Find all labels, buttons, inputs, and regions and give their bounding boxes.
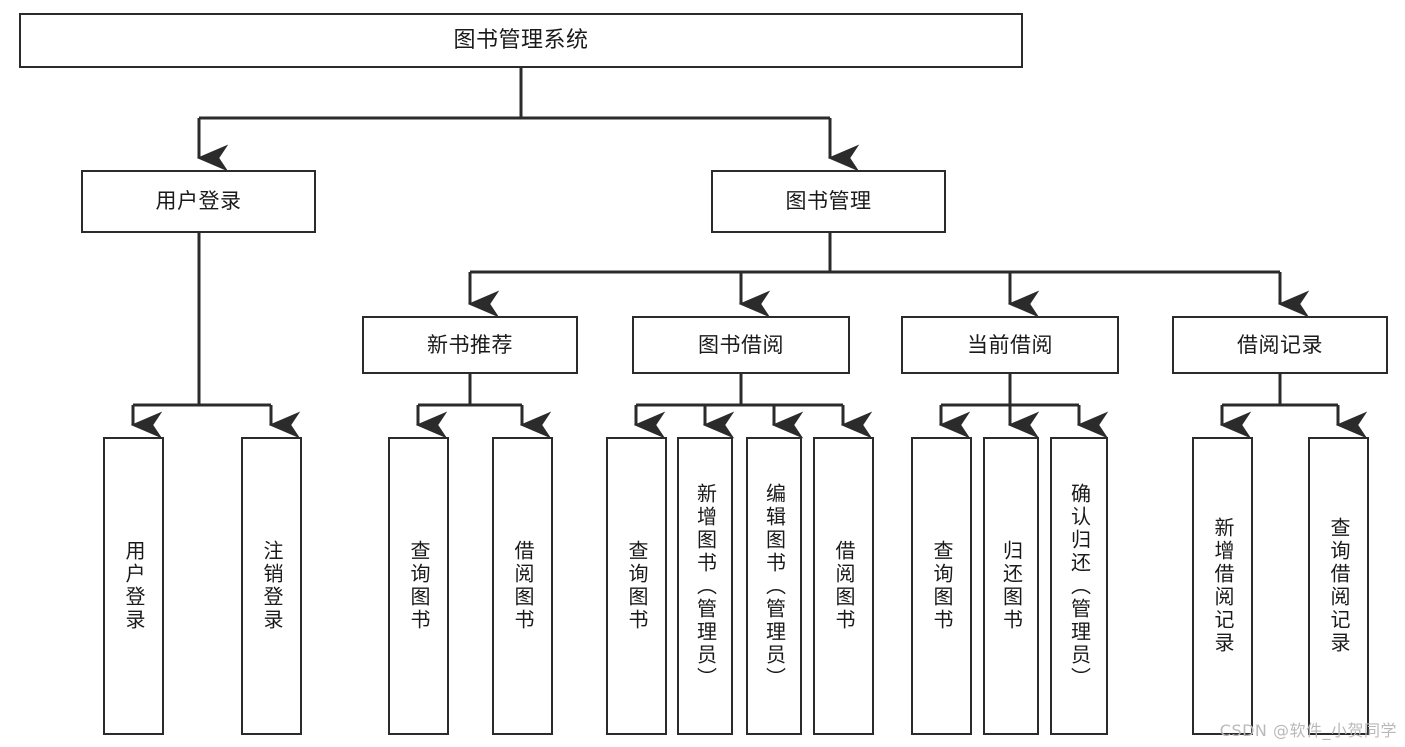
- node-label: 借阅图书: [832, 540, 856, 632]
- node-label: 注销登录: [260, 540, 284, 632]
- leaf-record-query-borrow-record[interactable]: 查询借阅记录: [1308, 437, 1369, 735]
- node-book-management[interactable]: 图书管理: [711, 170, 946, 233]
- node-label: 查询图书: [625, 540, 649, 632]
- node-label: 用户登录: [122, 540, 146, 632]
- node-label: 新书推荐: [427, 332, 513, 357]
- node-label: 新增借阅记录: [1211, 517, 1235, 655]
- leaf-user-login[interactable]: 用户登录: [103, 437, 164, 735]
- node-root-system[interactable]: 图书管理系统: [19, 13, 1023, 68]
- node-label: 当前借阅: [967, 332, 1053, 357]
- node-borrow-record[interactable]: 借阅记录: [1172, 316, 1388, 374]
- node-new-book-recommend[interactable]: 新书推荐: [362, 316, 578, 374]
- node-label: 查询图书: [930, 540, 954, 632]
- csdn-watermark: CSDN @软件_小贺同学: [1219, 721, 1397, 740]
- leaf-user-logout[interactable]: 注销登录: [241, 437, 302, 735]
- node-label: 归还图书: [999, 540, 1024, 632]
- leaf-borrow-borrow-book[interactable]: 借阅图书: [813, 437, 874, 735]
- node-label: 借阅记录: [1237, 332, 1323, 357]
- node-label: 查询借阅记录: [1327, 517, 1351, 655]
- node-current-borrow[interactable]: 当前借阅: [901, 316, 1119, 374]
- node-book-borrow[interactable]: 图书借阅: [632, 316, 850, 374]
- leaf-current-confirm-return-admin[interactable]: 确认归还（管理员）: [1050, 437, 1108, 735]
- node-label: 借阅图书: [511, 540, 535, 632]
- node-user-login[interactable]: 用户登录: [81, 170, 316, 233]
- leaf-newbook-query-book[interactable]: 查询图书: [388, 437, 449, 735]
- node-label: 查询图书: [407, 540, 431, 632]
- node-label: 用户登录: [155, 189, 242, 214]
- leaf-borrow-add-book-admin[interactable]: 新增图书（管理员）: [677, 437, 733, 735]
- node-label: 编辑图书（管理员）: [762, 482, 787, 690]
- node-label: 确认归还（管理员）: [1067, 482, 1092, 690]
- node-label: 图书管理系统: [453, 27, 589, 53]
- leaf-borrow-query-book[interactable]: 查询图书: [606, 437, 667, 735]
- node-label: 图书管理: [785, 189, 872, 214]
- node-label: 图书借阅: [698, 332, 784, 357]
- leaf-record-add-borrow-record[interactable]: 新增借阅记录: [1192, 437, 1253, 735]
- leaf-newbook-borrow-book[interactable]: 借阅图书: [492, 437, 553, 735]
- leaf-current-return-book[interactable]: 归还图书: [983, 437, 1039, 735]
- node-label: 新增图书（管理员）: [693, 482, 718, 690]
- leaf-borrow-edit-book-admin[interactable]: 编辑图书（管理员）: [746, 437, 802, 735]
- leaf-current-query-book[interactable]: 查询图书: [911, 437, 972, 735]
